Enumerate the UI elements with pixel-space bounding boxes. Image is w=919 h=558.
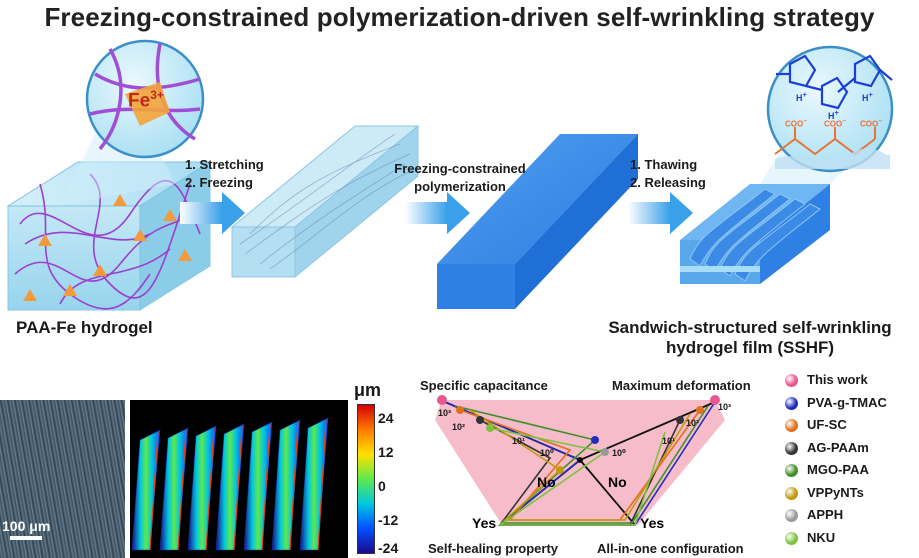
legend-dot <box>785 419 798 432</box>
radar-point-vppynts <box>556 466 564 474</box>
tick-left-1: 10⁰ <box>540 448 554 458</box>
fe-zoom-bubble <box>60 39 205 206</box>
yes-label-right: Yes <box>640 515 665 531</box>
radar-point-ag-paam <box>676 416 684 424</box>
process-arrow-3 <box>628 192 693 234</box>
colorbar <box>357 404 375 554</box>
coo-label-3: COO− <box>860 118 883 129</box>
polymerized-block <box>437 134 638 309</box>
radar-point-pva-g-tmac <box>591 436 599 444</box>
axis-label-self-healing: Self-healing property <box>428 541 559 556</box>
tick-right-1: 10⁰ <box>612 448 626 458</box>
legend-label: NKU <box>807 529 836 545</box>
legend-label: UF-SC <box>807 417 847 432</box>
legend-dot <box>785 509 798 522</box>
fe-ion-label: Fe3+ <box>128 88 164 112</box>
wrinkled-film <box>680 184 830 284</box>
legend-dot <box>785 464 798 477</box>
tick-left-100: 10² <box>452 422 466 432</box>
no-label-right: No <box>608 474 627 490</box>
hydrogel-cube <box>6 161 212 311</box>
legend-label: VPPyNTs <box>807 484 864 500</box>
process-arrow-2 <box>405 192 470 234</box>
tick-left-10: 10¹ <box>512 436 526 446</box>
tick-right-100: 10² <box>686 418 700 428</box>
legend-label: This work <box>807 372 868 387</box>
schematic <box>6 39 894 311</box>
legend-dot <box>785 374 798 387</box>
coo-label-2: COO− <box>824 118 847 129</box>
colorbar-tick: -12 <box>378 512 399 528</box>
legend-dot <box>785 396 798 410</box>
nh-label-3: H+ <box>862 90 873 103</box>
pyrrole-zoom-bubble <box>760 45 894 184</box>
colorbar-unit: μm <box>354 380 382 400</box>
legend-label: PVA-g-TMAC <box>807 394 887 410</box>
stretched-gel <box>230 124 420 279</box>
figure-title: Freezing-constrained polymerization-driv… <box>44 2 875 32</box>
nh-label-1: H+ <box>796 90 807 103</box>
colorbar-tick: 24 <box>378 410 394 426</box>
tick-right-1000: 10³ <box>718 402 732 412</box>
axis-label-all-in-one: All-in-one configuration <box>597 541 744 556</box>
legend-label: APPH <box>807 507 844 522</box>
legend-dot <box>785 531 798 545</box>
legend-dot <box>785 441 798 455</box>
radar-point-nku <box>486 424 494 432</box>
axis-label-maximum-deformation: Maximum deformation <box>612 378 751 393</box>
colorbar-tick: 12 <box>378 444 394 460</box>
scale-bar-label: 100 μm <box>2 518 51 534</box>
nh-label-2: H+ <box>828 108 839 121</box>
height-map <box>130 400 348 558</box>
legend-label: AG-PAAm <box>807 439 869 455</box>
colorbar-ticks: 24 12 0 -12 -24 <box>378 402 418 558</box>
process-arrow-1 <box>180 192 245 234</box>
coo-label-1: COO− <box>785 118 808 129</box>
radar-point-apph <box>601 448 609 456</box>
radar-point-ag-paam <box>476 416 484 424</box>
axis-label-specific-capacitance: Specific capacitance <box>420 378 548 393</box>
tick-left-1000: 10³ <box>438 408 452 418</box>
radar-point-this-work <box>710 395 720 405</box>
radar-point-uf-sc <box>696 406 704 414</box>
radar-chart <box>435 395 725 526</box>
colorbar-tick: 0 <box>378 478 386 494</box>
height-map-ridges <box>131 417 329 551</box>
legend-dot <box>785 486 798 500</box>
radar-center <box>577 457 583 463</box>
optical-micrograph: 100 μm <box>0 400 125 558</box>
scale-bar <box>10 536 42 540</box>
tick-right-10: 10¹ <box>662 436 676 446</box>
yes-label-left: Yes <box>472 515 497 531</box>
no-label-left: No <box>537 474 556 490</box>
hydrogel-caption: PAA-Fe hydrogel <box>16 318 153 337</box>
radar-point-this-work <box>437 395 447 405</box>
colorbar-tick: -24 <box>378 540 399 556</box>
radar-point-uf-sc <box>456 406 464 414</box>
legend-label: MGO-PAA <box>807 462 869 477</box>
